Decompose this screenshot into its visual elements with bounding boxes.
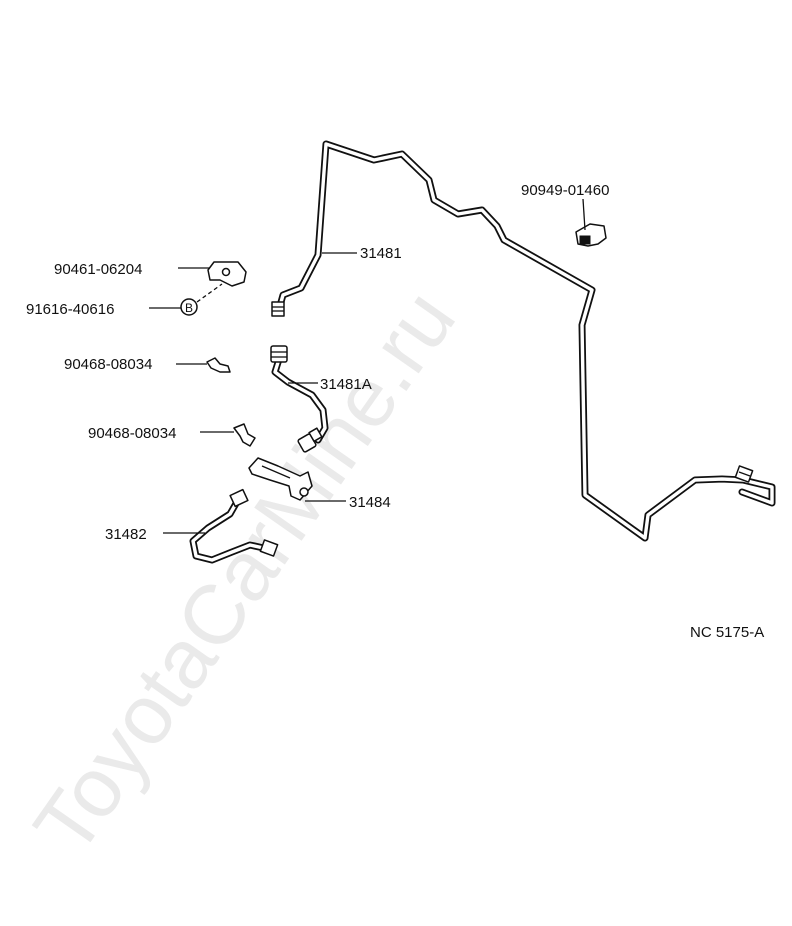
- bolt-91616: B: [180, 298, 198, 316]
- pipe-31481: [274, 140, 776, 542]
- pipe-31482: [189, 488, 279, 564]
- leader-90949: [582, 198, 586, 231]
- flare-nut-left: [271, 301, 285, 317]
- flex-hose-31481a: [270, 345, 329, 453]
- callout-90468-lower: 90468-08034: [88, 425, 176, 442]
- callout-90468-upper: 90468-08034: [64, 356, 152, 373]
- dashed-link: [196, 283, 223, 303]
- clip-90461: [207, 261, 247, 287]
- clip-90468-upper: [206, 357, 231, 373]
- callout-90461: 90461-06204: [54, 261, 142, 278]
- callout-31484: 31484: [349, 494, 391, 511]
- callout-31481a: 31481A: [320, 376, 372, 393]
- flare-nut-right: [734, 465, 754, 483]
- clamp-90949: [575, 223, 607, 247]
- bracket-31484: [248, 457, 313, 501]
- callout-91616: 91616-40616: [26, 301, 114, 318]
- callout-90949: 90949-01460: [521, 182, 609, 199]
- diagram-code: NC 5175-A: [690, 624, 764, 641]
- marker-letter: B: [185, 301, 193, 315]
- callout-31482: 31482: [105, 526, 147, 543]
- callout-31481: 31481: [360, 245, 402, 262]
- clip-90468-lower: [233, 423, 256, 447]
